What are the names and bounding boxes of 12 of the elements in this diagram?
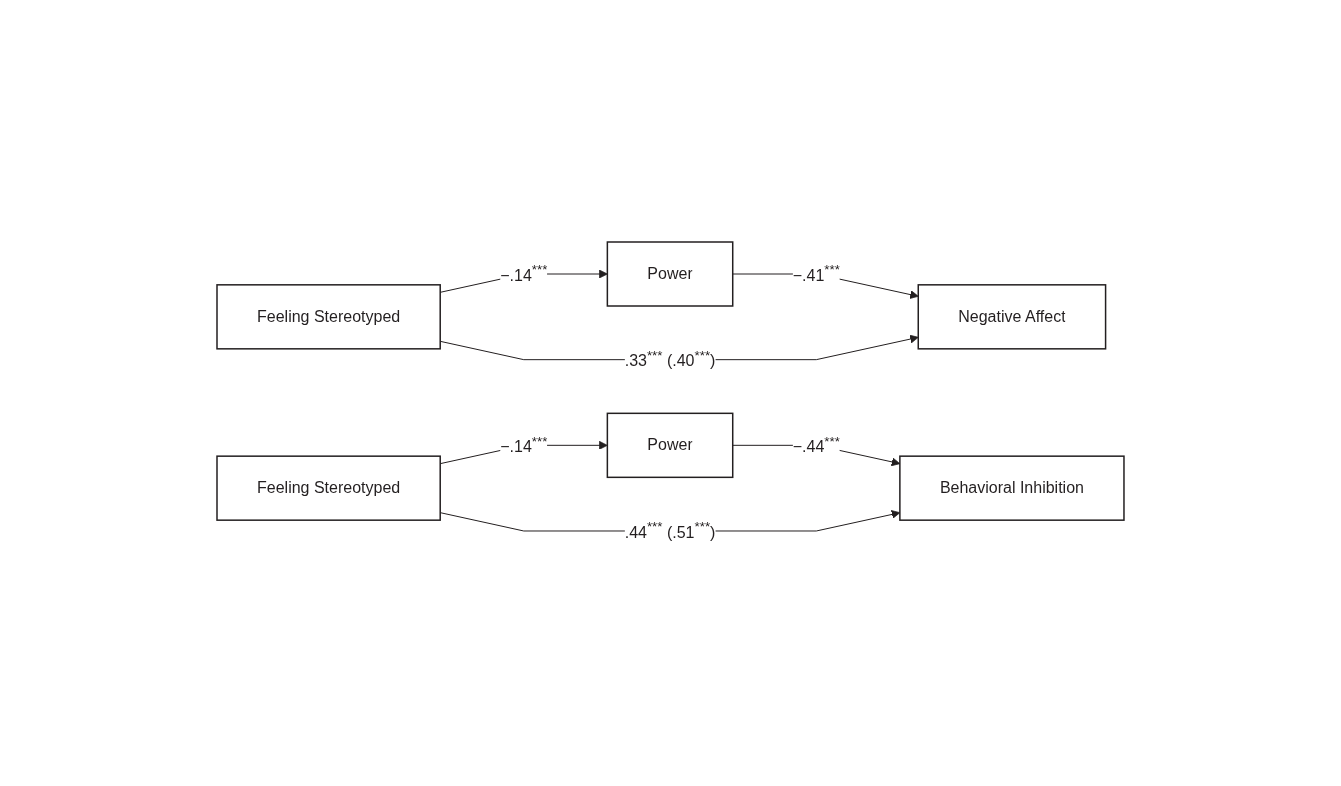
edge-label: −.14$^{***}$ xyxy=(500,433,548,455)
edge-label: .44$^{***}$ (.51$^{***}$) xyxy=(624,519,716,541)
node-box: Power xyxy=(606,240,734,307)
edge-label: .33$^{***}$ (.40$^{***}$) xyxy=(624,347,716,369)
edge-label: −.41$^{***}$ xyxy=(792,262,840,284)
node-box: Negative Affect xyxy=(917,283,1107,350)
node-box: Feeling Stereotyped xyxy=(216,283,441,350)
edge-label: −.44$^{***}$ xyxy=(792,433,840,455)
node-box: Behavioral Inhibition xyxy=(899,455,1125,521)
node-box: Feeling Stereotyped xyxy=(216,455,441,521)
edge-label: −.14$^{***}$ xyxy=(500,262,548,284)
node-box: Power xyxy=(606,412,734,478)
